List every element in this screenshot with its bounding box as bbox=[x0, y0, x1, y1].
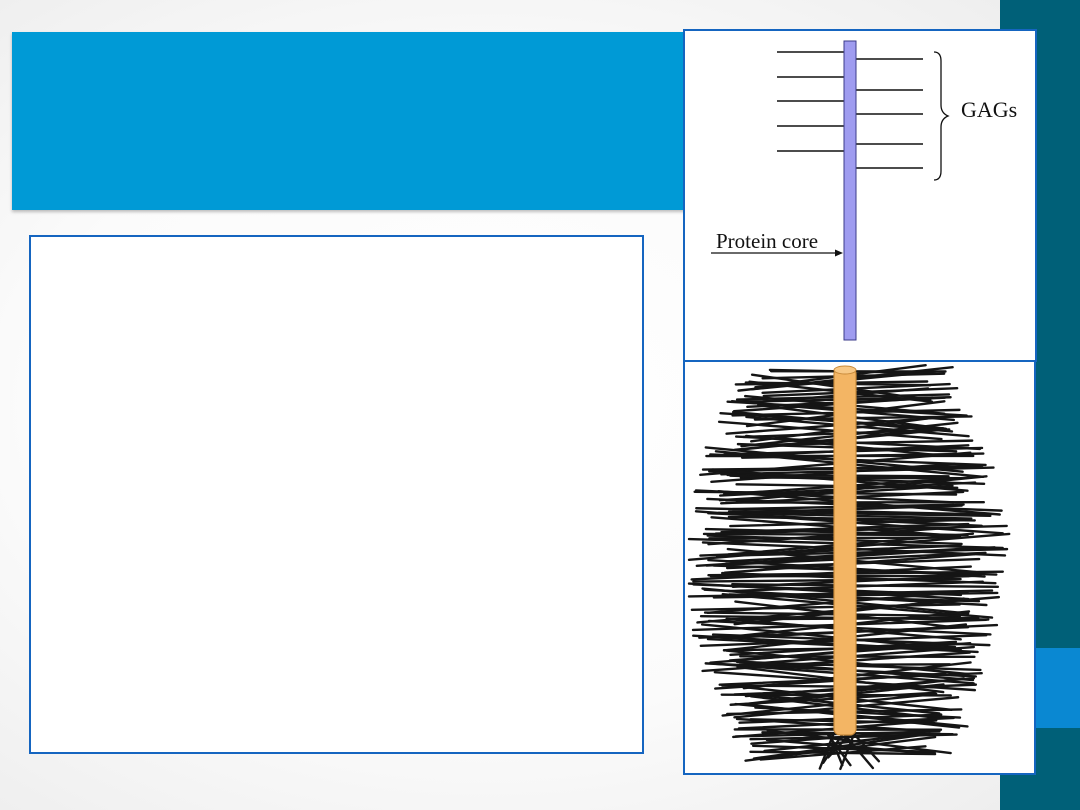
gag-bristle bbox=[759, 745, 927, 761]
gag-bristle bbox=[744, 735, 937, 762]
gag-bristle bbox=[731, 583, 1000, 589]
proteoglycan-schematic: GAGs Protein core bbox=[683, 29, 1037, 362]
gag-bristle bbox=[732, 396, 934, 413]
gag-bristle bbox=[727, 510, 992, 518]
gag-bristle bbox=[709, 640, 957, 664]
gag-bristle bbox=[719, 411, 945, 430]
bottlebrush-svg bbox=[687, 363, 1011, 771]
gag-bristle bbox=[703, 611, 962, 618]
gag-bristle bbox=[721, 571, 997, 585]
gag-bristle bbox=[687, 582, 970, 601]
gag-bristle bbox=[710, 462, 956, 483]
protein-core-label: Protein core bbox=[716, 229, 819, 253]
gag-bristle bbox=[717, 420, 943, 441]
gag-bristle bbox=[729, 691, 936, 706]
gag-bristle bbox=[729, 474, 986, 486]
bottlebrush-illustration bbox=[683, 360, 1036, 775]
title-banner bbox=[12, 32, 702, 210]
schematic-svg bbox=[711, 40, 950, 341]
gag-bristle bbox=[842, 732, 875, 770]
protein-core bbox=[843, 40, 857, 341]
sidebar-accent bbox=[1036, 648, 1080, 728]
arrow-head-icon bbox=[835, 249, 843, 257]
core-top-cap bbox=[833, 365, 857, 375]
gag-bristle bbox=[717, 490, 1001, 516]
gag-chains-right bbox=[855, 58, 923, 169]
gag-bristle bbox=[699, 544, 962, 557]
gag-bristle bbox=[852, 732, 881, 763]
bottlebrush-core bbox=[833, 367, 857, 736]
brace-icon bbox=[933, 51, 950, 181]
gags-label: GAGs bbox=[961, 97, 1018, 122]
gag-bristle bbox=[826, 732, 852, 767]
content-box bbox=[29, 235, 644, 754]
gag-chains-left bbox=[777, 51, 845, 152]
gag-bristle bbox=[822, 732, 844, 764]
